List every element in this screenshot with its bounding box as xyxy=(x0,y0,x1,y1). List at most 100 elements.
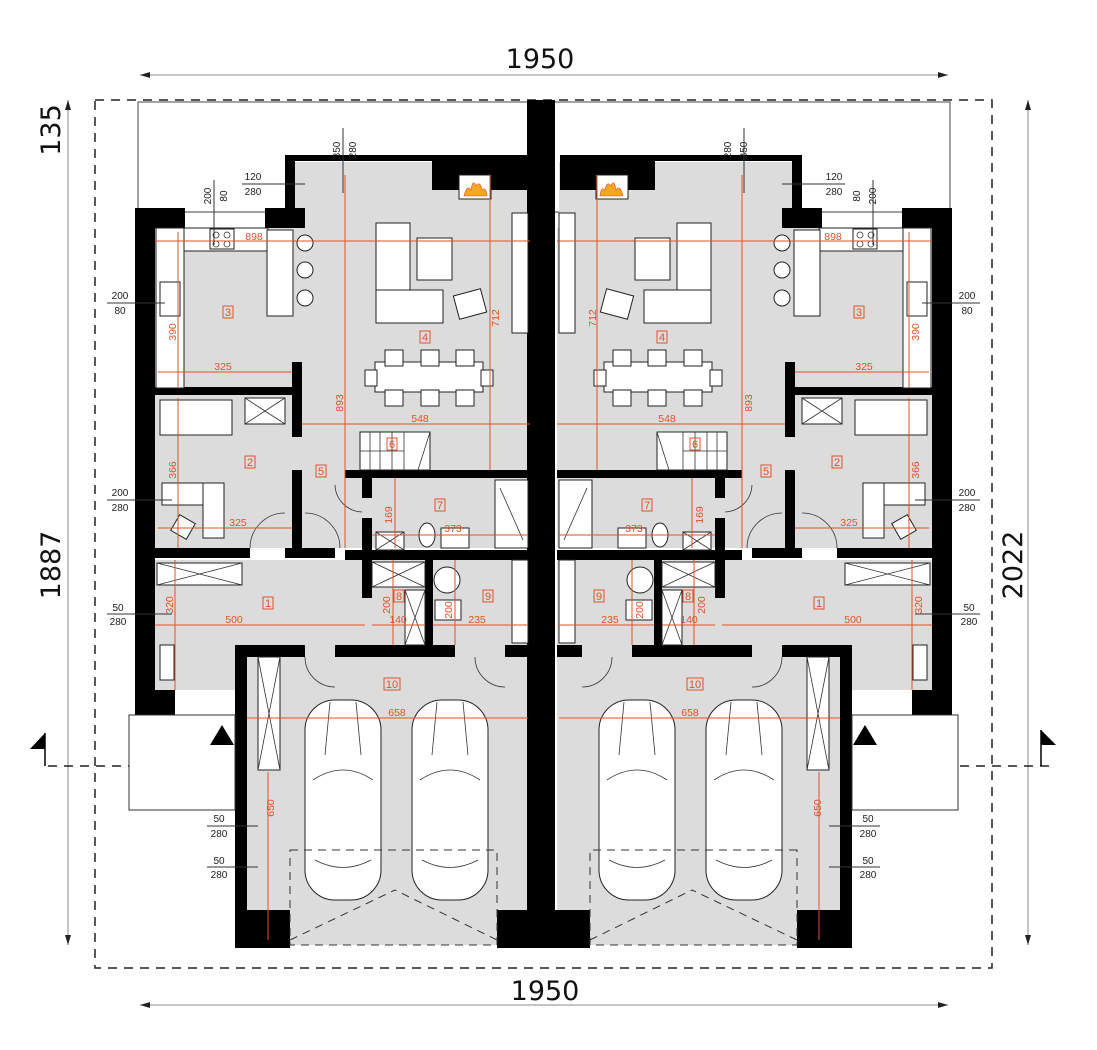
dim-label: 650 xyxy=(265,799,277,817)
room-tag: 6 xyxy=(692,439,698,451)
left-unit: 898 325 390 893 712 548 366 325 320 500 … xyxy=(107,100,555,948)
svg-text:200: 200 xyxy=(112,488,129,499)
svg-text:280: 280 xyxy=(110,617,127,628)
dim-label: 712 xyxy=(490,309,502,327)
sink xyxy=(159,281,181,317)
svg-text:50: 50 xyxy=(862,856,874,867)
svg-text:280: 280 xyxy=(961,617,978,628)
door-swing-icon xyxy=(474,656,506,688)
coffee-table xyxy=(416,237,453,281)
window-annotation: 200 80 xyxy=(959,291,976,317)
svg-text:200: 200 xyxy=(959,291,976,302)
dim-label: 548 xyxy=(411,413,429,425)
svg-text:280: 280 xyxy=(959,503,976,514)
svg-text:280: 280 xyxy=(348,141,359,158)
room-tag: 7 xyxy=(644,500,650,512)
dim-label: 898 xyxy=(824,231,842,243)
door-swing-icon xyxy=(334,484,363,513)
garage-door-tracks xyxy=(289,849,498,946)
dim-label: 898 xyxy=(245,231,263,243)
svg-text:50: 50 xyxy=(213,856,225,867)
dim-label: 325 xyxy=(840,517,858,529)
window-annotation: 50 280 xyxy=(207,814,258,840)
dim-label: 235 xyxy=(601,614,619,626)
dim-label: 373 xyxy=(625,523,643,535)
window-annotation: 50 280 xyxy=(860,814,877,840)
svg-text:280: 280 xyxy=(723,141,734,158)
dim-label: 200 xyxy=(634,601,646,619)
cooktop xyxy=(209,228,235,250)
dim-label: 325 xyxy=(214,361,232,373)
right-unit xyxy=(555,128,980,948)
dim-label: 500 xyxy=(225,614,243,626)
room-tag: 3 xyxy=(856,307,862,319)
dim-label: 500 xyxy=(844,614,862,626)
dim-label: 200 xyxy=(696,596,708,614)
svg-text:280: 280 xyxy=(211,829,228,840)
dim-label: 169 xyxy=(694,506,706,524)
svg-text:80: 80 xyxy=(852,190,863,202)
dim-label: 373 xyxy=(444,523,462,535)
dim-label: 658 xyxy=(681,707,699,719)
dim-label: 140 xyxy=(389,614,407,626)
section-arrow-icon xyxy=(1040,730,1056,766)
room-tag: 5 xyxy=(318,466,324,478)
dining-table xyxy=(364,349,494,407)
room-tag: 9 xyxy=(596,591,602,603)
svg-text:280: 280 xyxy=(826,187,843,198)
overall-dimensions: 1950 1950 1887 1 3 5 2022 xyxy=(36,44,1031,1008)
dim-label: 200 xyxy=(443,601,455,619)
svg-text:200: 200 xyxy=(203,187,214,204)
svg-text:280: 280 xyxy=(245,187,262,198)
entrance-porch xyxy=(128,714,236,811)
armchair xyxy=(452,288,488,320)
svg-text:280: 280 xyxy=(112,503,129,514)
room-tag: 2 xyxy=(247,457,253,469)
dim-label: 893 xyxy=(334,394,346,412)
room-tag: 9 xyxy=(485,591,491,603)
bottom-width-dimension: 1950 xyxy=(511,976,580,1007)
svg-text:280: 280 xyxy=(860,829,877,840)
room-tag: 3 xyxy=(225,307,231,319)
dim-label: 169 xyxy=(383,506,395,524)
washbasin xyxy=(440,527,470,549)
dim-label: 235 xyxy=(468,614,486,626)
window-annotation: 120 280 xyxy=(242,172,305,198)
right-unit-labels: 898 325 390 893 712 548 366 325 320 500 … xyxy=(587,141,978,881)
kitchen-island xyxy=(266,229,294,317)
svg-text:80: 80 xyxy=(114,306,126,317)
right-height-dimension: 2022 xyxy=(998,531,1029,600)
left-height-dimension: 1887 xyxy=(36,531,67,600)
dim-label: 390 xyxy=(910,323,922,341)
top-width-dimension: 1950 xyxy=(506,44,575,75)
room-tag: 8 xyxy=(685,591,691,603)
dim-label: 320 xyxy=(164,596,176,614)
room-tag: 1 xyxy=(265,598,271,610)
window-annotation: 50 280 xyxy=(207,856,258,881)
sofa-bed xyxy=(159,399,233,436)
room-tag: 5 xyxy=(763,466,769,478)
svg-text:80: 80 xyxy=(961,306,973,317)
room-tag: 10 xyxy=(386,679,398,691)
door-swing-icon xyxy=(249,512,286,549)
section-arrow-icon xyxy=(30,733,46,766)
window-annotation: 50 280 xyxy=(961,603,978,628)
svg-text:50: 50 xyxy=(112,603,124,614)
window-annotation: 80 200 xyxy=(852,187,879,204)
window-annotation: 200 280 xyxy=(107,488,172,514)
car-icon xyxy=(304,699,382,901)
dim-label: 650 xyxy=(812,799,824,817)
dim-label: 325 xyxy=(855,361,873,373)
room-tag: 4 xyxy=(659,332,665,344)
car-icon xyxy=(411,699,489,901)
room-tag: 10 xyxy=(689,679,701,691)
window-annotation: 120 280 xyxy=(826,172,843,198)
window-annotation: 280 350 xyxy=(723,141,750,158)
svg-text:200: 200 xyxy=(959,488,976,499)
room-tag: 4 xyxy=(422,332,428,344)
window-annotation: 50 280 xyxy=(860,856,877,881)
svg-text:120: 120 xyxy=(245,172,262,183)
room-tag: 7 xyxy=(437,500,443,512)
room-tag: 2 xyxy=(834,457,840,469)
